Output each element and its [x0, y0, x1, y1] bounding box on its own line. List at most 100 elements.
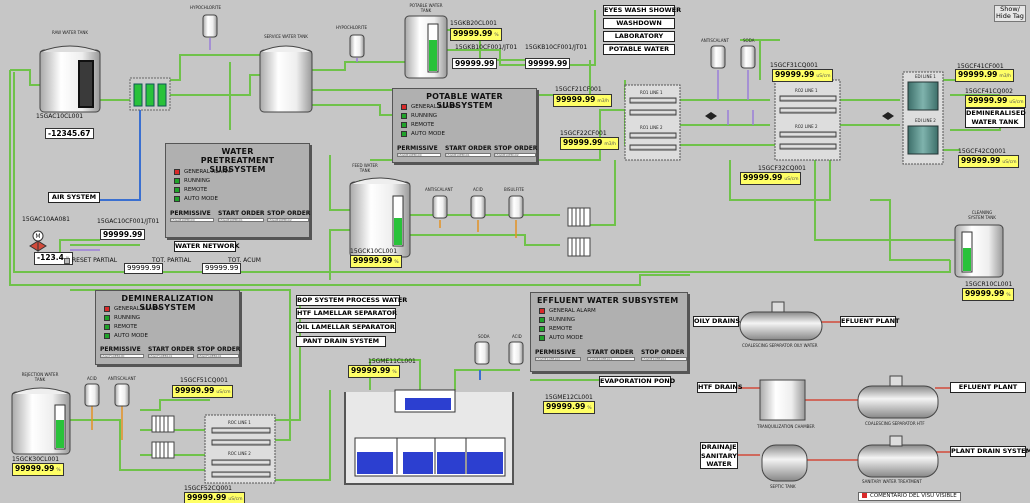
panel-water-pretreatment: WATER PRETREATMENT SUBSYSTEM GENERAL ALA…	[165, 143, 310, 238]
dest-water-network[interactable]: WATER NETWORK	[174, 241, 240, 252]
panel-title: EFFLUENT WATER SUBSYSTEM	[537, 296, 679, 305]
value-ac-flow: 99999.99	[100, 229, 146, 240]
comment-visible[interactable]: COMENTARIO DEL VISU VISIBLE	[858, 492, 961, 501]
label-antiscalant: ANTISCALANT	[108, 376, 136, 381]
dest-air-system[interactable]: AIR SYSTEM	[48, 192, 100, 203]
dest-demineralised-tank[interactable]: DEMINERALISED WATER TANK	[965, 108, 1026, 128]
label-hypochlorite: HYPOCHLORITE	[336, 25, 367, 30]
roc-block	[204, 414, 276, 484]
label-roc-line2: ROC LINE 2	[228, 451, 251, 456]
feed-water-tank	[349, 177, 411, 258]
tag-label: 15GAC10CF001/JT01	[97, 218, 160, 225]
ro1-block	[624, 84, 681, 161]
signal-auto-mode: AUTO MODE	[174, 195, 218, 203]
nav-eyes-wash-shower[interactable]: EYES WASH SHOWER	[603, 5, 682, 16]
signal-general-alarm: GENERAL ALARM	[174, 168, 231, 176]
reset-partial-button[interactable]: RESET PARTIAL	[64, 257, 117, 264]
label-coalescing-htf: COALESCING SEPARATOR HTF	[865, 421, 925, 426]
evaporation-basin	[344, 389, 514, 485]
tag-label: 15GCF31CQ001	[770, 62, 818, 69]
signal-remote: REMOTE	[401, 121, 434, 129]
tag-label: 15GKB10CF001/JT01	[455, 44, 518, 51]
value-tot-acum: 99999.99	[202, 263, 242, 274]
tag-label: 15GCF42CQ001	[958, 148, 1006, 155]
label-antiscalant: ANTISCALANT	[425, 187, 453, 192]
rejection-water-tank	[11, 387, 71, 455]
label-soda: SODA	[743, 38, 755, 43]
signal-auto-mode: AUTO MODE	[401, 130, 445, 138]
signal-general-alarm: GENERAL ALARM	[401, 103, 458, 111]
value-kb-flow-2: 99999.99	[525, 58, 571, 69]
nav-potable-water[interactable]: POTABLE WATER	[603, 44, 675, 55]
pipe-air	[100, 105, 141, 201]
hypochlorite-drum	[202, 14, 218, 38]
tag-label: 15GCF41CQ002	[965, 88, 1013, 95]
ro2-block	[774, 79, 841, 161]
dest-htf-drains[interactable]: HTF DRAINS	[697, 382, 743, 393]
tag-label: 15GCR10CL001	[965, 281, 1013, 288]
signal-remote: REMOTE	[174, 186, 207, 194]
value-feed-level: 99999.99%	[350, 255, 402, 268]
label-antiscalant: ANTISCALANT	[701, 38, 729, 43]
label-service-tank: SERVICE WATER TANK	[264, 34, 308, 39]
dest-efluent-plant[interactable]: EFLUENT PLANT	[840, 316, 900, 327]
tag-label: 15GCF52CQ001	[184, 485, 232, 492]
dest-evaporation-pond[interactable]: EVAPORATION POND	[599, 376, 676, 387]
value-kb-flow-1: 99999.99	[452, 58, 498, 69]
nav-washdown[interactable]: WASHDOWN	[603, 18, 675, 29]
panel-title: POTABLE WATER SUBSYSTEM	[426, 92, 503, 110]
dest-oil-lamellar[interactable]: OIL LAMELLAR SEPARATOR	[296, 322, 396, 333]
tag-label: 15GME12CL001	[545, 394, 593, 401]
motor-valve: M	[29, 230, 47, 252]
label-coalescing-oily: COALESCING SEPARATOR OILY WATER	[742, 343, 818, 348]
pipe-return-loop	[9, 70, 690, 286]
tot-partial-label: TOT. PARTIAL	[152, 257, 192, 264]
signal-running: RUNNING	[401, 112, 437, 120]
label-acid: ACID	[87, 376, 97, 381]
signal-running: RUNNING	[174, 177, 210, 185]
dest-oily-drains[interactable]: OILY DRAINS	[693, 316, 741, 327]
tag-label: 15GME11CL001	[368, 358, 416, 365]
dest-plant-drain[interactable]: PLANT DRAIN SYSTEM	[950, 446, 1030, 457]
dest-efluent-plant[interactable]: EFLUENT PLANT	[950, 382, 1026, 393]
label-roc-line1: ROC LINE 1	[228, 420, 251, 425]
label-septic-tank: SEPTIC TANK	[770, 484, 796, 489]
nav-laboratory[interactable]: LABORATORY	[603, 31, 675, 42]
dest-bop-process-water[interactable]: BOP SYSTEM PROCESS WATER	[296, 295, 408, 306]
tag-label: 15GCK30CL001	[12, 456, 60, 463]
dest-htf-lamellar[interactable]: HTF LAMELLAR SEPARATOR	[296, 308, 398, 319]
hypochlorite-drum	[349, 34, 365, 58]
value-raw-tank-level: -12345.67	[45, 128, 94, 139]
signal-general-alarm: GENERAL ALARM	[539, 307, 596, 315]
signal-running: RUNNING	[539, 316, 575, 324]
dest-drainaje-sanitary[interactable]: DRAINAJE SANITARY WATER	[700, 442, 738, 469]
label-rejection-tank: REJECTION WATER TANK	[21, 372, 59, 382]
value-me11: 99999.99%	[348, 365, 400, 378]
show-hide-tag-button[interactable]: Show/ Hide Tag	[994, 5, 1026, 22]
signal-auto-mode: AUTO MODE	[539, 334, 583, 342]
label-acid: ACID	[512, 334, 522, 339]
signal-auto-mode: AUTO MODE	[104, 332, 148, 340]
sanitary-treatment-unit	[857, 444, 939, 478]
coalescing-separator-htf	[857, 385, 939, 419]
panel-title: WATER PRETREATMENT SUBSYSTEM	[200, 147, 275, 174]
value-cleaning-level: 99999.99%	[962, 288, 1014, 301]
dest-pant-drain[interactable]: PANT DRAIN SYSTEM	[296, 336, 386, 347]
coalescing-separator-oily	[739, 301, 823, 341]
